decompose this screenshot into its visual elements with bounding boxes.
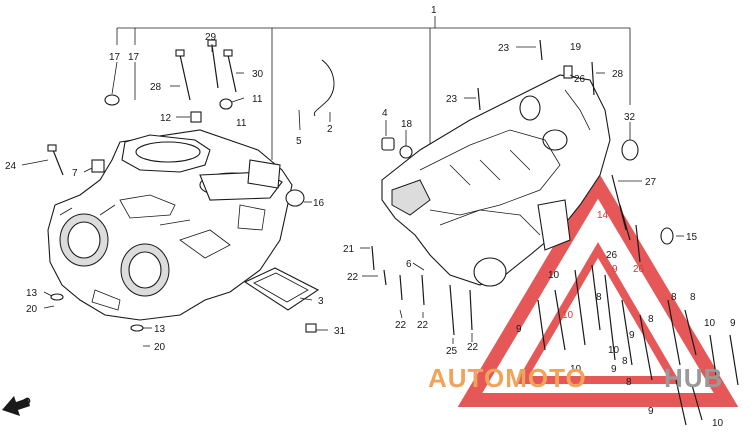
label-9-e: 9 bbox=[611, 364, 617, 375]
label-10-e: 10 bbox=[570, 364, 582, 375]
cap-32 bbox=[621, 139, 639, 161]
label-13-b: 13 bbox=[154, 324, 166, 335]
leader-lines bbox=[21, 44, 684, 347]
nut-12 bbox=[190, 111, 202, 123]
seal-15 bbox=[660, 227, 674, 245]
label-22-d: 22 bbox=[467, 342, 479, 353]
label-9-d: 9 bbox=[730, 318, 736, 329]
switch-7 bbox=[91, 159, 105, 173]
o-ring-18 bbox=[399, 145, 413, 159]
label-26-b: 26 bbox=[606, 250, 618, 261]
cap-17 bbox=[104, 94, 120, 106]
watermark-logo bbox=[457, 171, 739, 407]
label-26-a: 26 bbox=[574, 74, 586, 85]
label-7: 7 bbox=[72, 168, 78, 179]
label-8-e: 8 bbox=[622, 356, 628, 367]
label-31: 31 bbox=[334, 326, 346, 337]
label-8-a: 8 bbox=[596, 292, 602, 303]
label-17-b: 17 bbox=[128, 52, 140, 63]
label-11-b: 11 bbox=[236, 118, 247, 129]
label-5: 5 bbox=[296, 136, 302, 147]
label-28-b: 28 bbox=[612, 69, 624, 80]
label-9-f: 9 bbox=[648, 406, 654, 417]
label-22-a: 22 bbox=[347, 272, 359, 283]
bolt-31 bbox=[305, 323, 317, 333]
label-25: 25 bbox=[446, 346, 458, 357]
label-8-c: 8 bbox=[671, 292, 677, 303]
washer-13b bbox=[130, 324, 144, 332]
watermark-text-b: HUB bbox=[664, 363, 723, 393]
label-26-c: 26 bbox=[633, 264, 645, 275]
washer-11 bbox=[219, 98, 233, 110]
label-20-b: 20 bbox=[154, 342, 166, 353]
washer-13 bbox=[50, 293, 64, 301]
label-4: 4 bbox=[382, 108, 388, 119]
pin-19 bbox=[563, 65, 573, 79]
label-10-a: 10 bbox=[548, 270, 560, 281]
label-18: 18 bbox=[401, 119, 413, 130]
label-10-f: 10 bbox=[712, 418, 724, 429]
watermark-text: AUTOMOTO HUB bbox=[428, 363, 723, 393]
label-23-a: 23 bbox=[498, 43, 510, 54]
label-30: 30 bbox=[252, 69, 264, 80]
label-9-c: 9 bbox=[629, 330, 635, 341]
right-crankcase bbox=[381, 74, 611, 287]
oil-seal-16 bbox=[285, 189, 305, 207]
label-22-c: 22 bbox=[417, 320, 429, 331]
label-29: 29 bbox=[205, 32, 217, 43]
label-8-b: 8 bbox=[648, 314, 654, 325]
fwd-arrow: FWD bbox=[2, 395, 33, 416]
assembly-bracket bbox=[116, 16, 631, 160]
label-15: 15 bbox=[686, 232, 698, 243]
bolts bbox=[47, 39, 739, 426]
label-19: 19 bbox=[570, 42, 582, 53]
label-23-b: 23 bbox=[446, 94, 458, 105]
label-12: 12 bbox=[160, 113, 172, 124]
label-6: 6 bbox=[406, 259, 412, 270]
part-labels: 1 17 17 28 12 29 30 11 11 24 7 13 20 13 … bbox=[5, 5, 736, 429]
label-2: 2 bbox=[327, 124, 333, 135]
label-32: 32 bbox=[624, 112, 636, 123]
label-14: 14 bbox=[597, 210, 609, 221]
label-21: 21 bbox=[343, 244, 355, 255]
watermark-text-a: AUTOMOTO bbox=[428, 363, 587, 393]
left-crankcase bbox=[47, 129, 293, 321]
label-10-b: 10 bbox=[562, 310, 574, 321]
label-17-a: 17 bbox=[109, 52, 121, 63]
label-11-a: 11 bbox=[252, 94, 263, 105]
breather-tube bbox=[313, 59, 335, 117]
label-24: 24 bbox=[5, 161, 17, 172]
cover-plate bbox=[243, 267, 320, 311]
label-10-d: 10 bbox=[608, 345, 620, 356]
plug-4 bbox=[381, 137, 395, 151]
label-3: 3 bbox=[318, 296, 324, 307]
label-20-a: 20 bbox=[26, 304, 38, 315]
label-27: 27 bbox=[645, 177, 657, 188]
label-1: 1 bbox=[431, 5, 437, 16]
label-8-d: 8 bbox=[690, 292, 696, 303]
label-9-b: 9 bbox=[516, 324, 522, 335]
label-16: 16 bbox=[313, 198, 325, 209]
label-8-f: 8 bbox=[626, 377, 632, 388]
label-10-c: 10 bbox=[704, 318, 716, 329]
label-22-b: 22 bbox=[395, 320, 407, 331]
seals-and-plugs bbox=[50, 65, 674, 333]
label-9-a: 9 bbox=[612, 264, 618, 275]
label-28-a: 28 bbox=[150, 82, 162, 93]
label-13-a: 13 bbox=[26, 288, 38, 299]
